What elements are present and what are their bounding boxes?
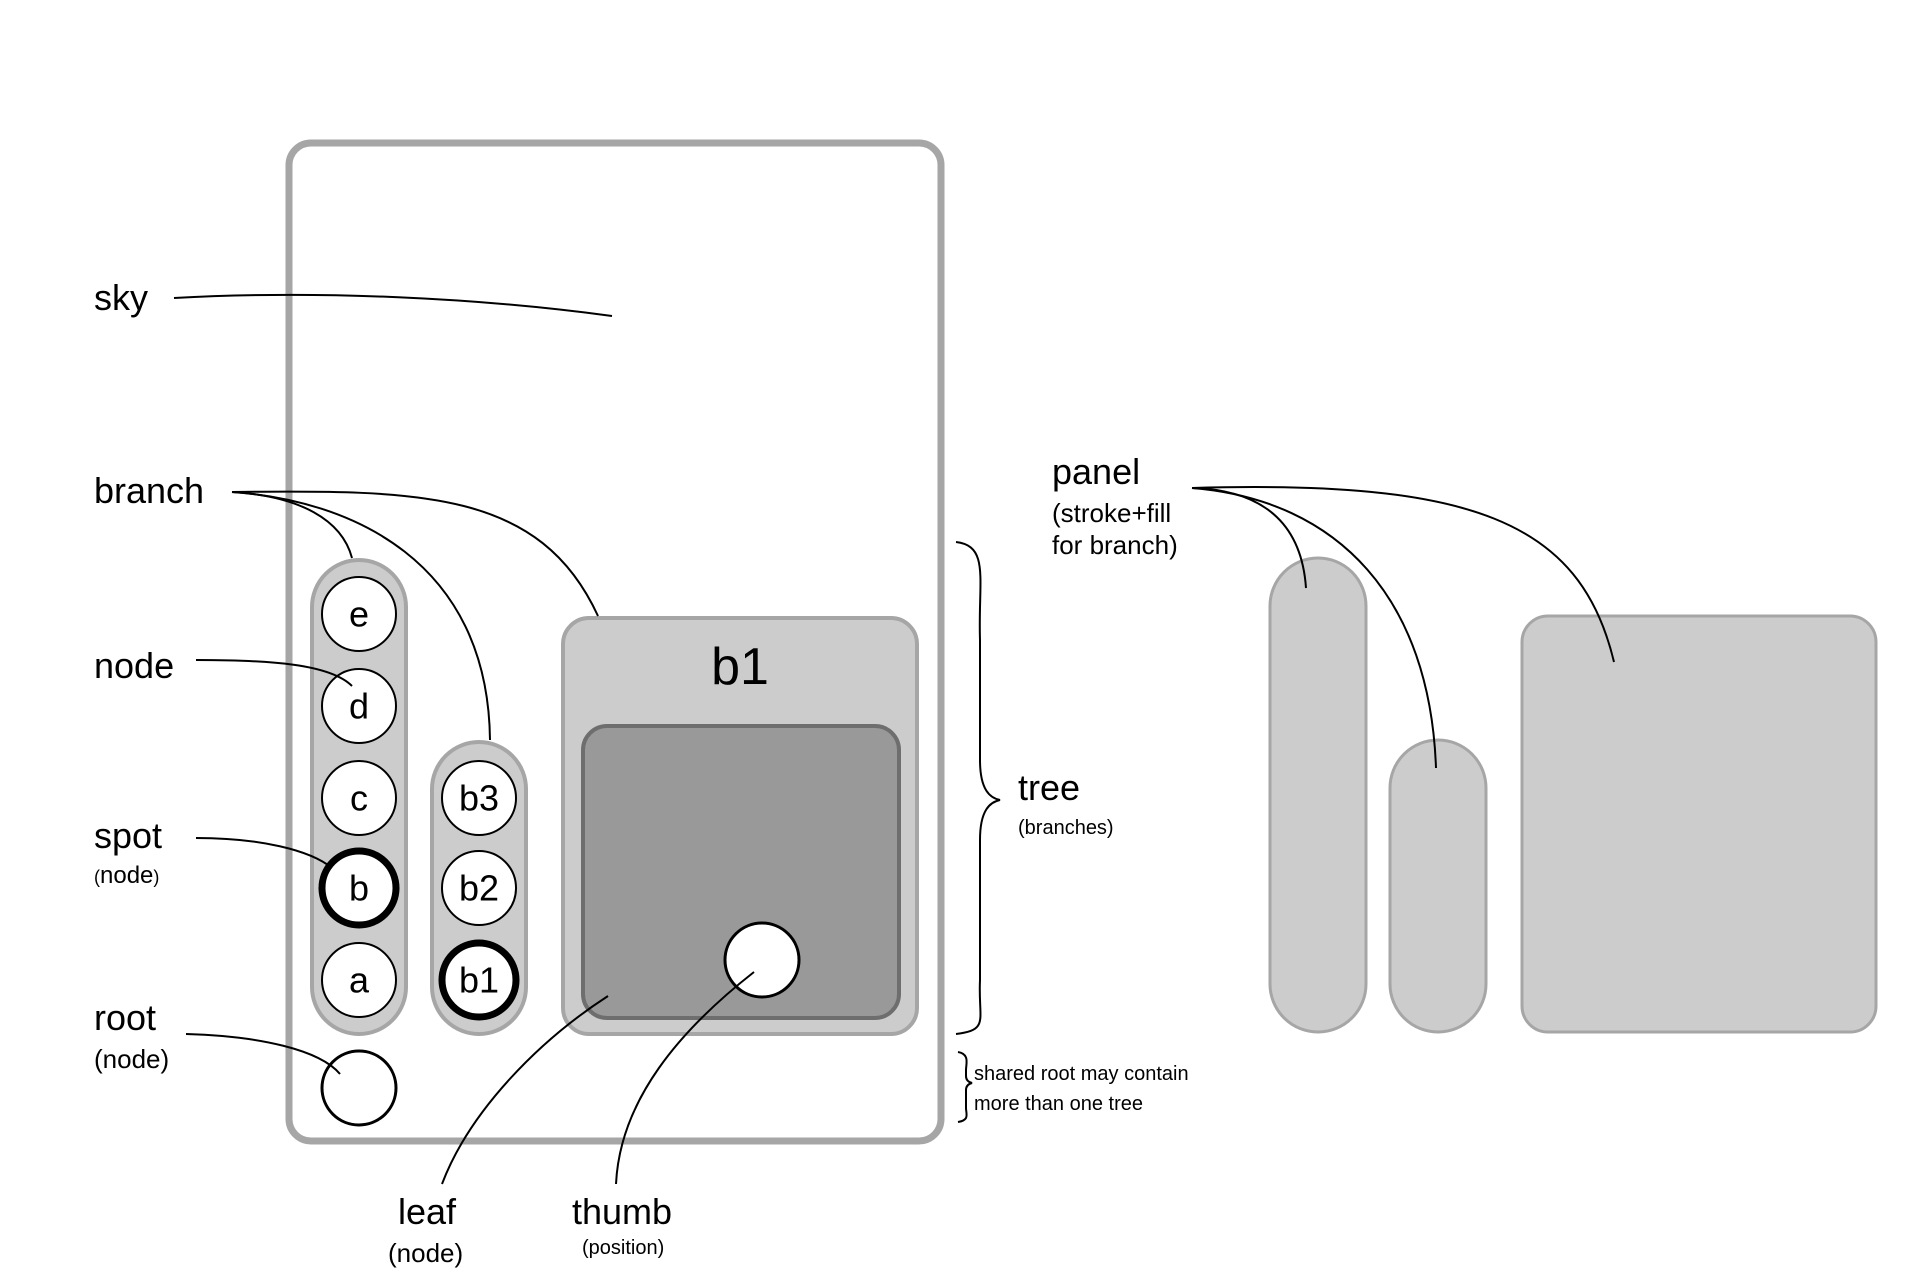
shared-root-note-2: more than one tree <box>974 1093 1143 1115</box>
leaf-sublabel: (node) <box>388 1238 463 1268</box>
thumb-circle[interactable] <box>723 921 801 999</box>
tree-sublabel: (branches) <box>1018 817 1114 839</box>
spot-label: spot <box>94 815 162 856</box>
node-b3-label: b3 <box>459 778 499 819</box>
sky-leader <box>173 293 613 317</box>
thumb-label: thumb <box>572 1191 672 1232</box>
tree-brace <box>955 541 1001 1035</box>
node-a-label: a <box>349 960 370 1001</box>
panel-large <box>1520 614 1878 1034</box>
spot-sublabel: (node) <box>94 862 159 889</box>
node-b1-label: b1 <box>459 960 499 1001</box>
node-d[interactable]: d <box>321 668 397 744</box>
branch-leader-2 <box>231 491 491 741</box>
panel-short <box>1388 738 1488 1034</box>
panel-tall <box>1268 556 1368 1034</box>
spot-sublabel-open: ( <box>94 867 100 887</box>
shared-root-brace <box>957 1051 973 1123</box>
node-b3[interactable]: b3 <box>441 760 517 836</box>
branch-leader-3 <box>231 490 599 617</box>
thumb-leader <box>615 971 755 1185</box>
root-sublabel: (node) <box>94 1044 169 1074</box>
root-label: root <box>94 997 156 1038</box>
spot-leader <box>195 837 333 869</box>
shared-root-note-1: shared root may contain <box>974 1063 1189 1085</box>
thumb-sublabel: (position) <box>582 1237 664 1259</box>
node-e-label: e <box>349 594 369 635</box>
root-node[interactable] <box>320 1049 398 1127</box>
panel-leader-2 <box>1191 487 1437 769</box>
node-c[interactable]: c <box>321 760 397 836</box>
leaf-label: leaf <box>398 1191 457 1232</box>
node-d-label: d <box>349 686 369 727</box>
panel-label: panel <box>1052 451 1140 492</box>
spot-sublabel-text: node <box>100 862 153 889</box>
node-a[interactable]: a <box>321 942 397 1018</box>
root-leader <box>185 1033 341 1075</box>
sky-label: sky <box>94 277 148 318</box>
node-c-label: c <box>350 778 368 819</box>
node-b2[interactable]: b2 <box>441 850 517 926</box>
node-label: node <box>94 645 174 686</box>
leaf-leader <box>441 995 609 1185</box>
node-b2-label: b2 <box>459 868 499 909</box>
node-e[interactable]: e <box>321 576 397 652</box>
tree-label: tree <box>1018 767 1080 808</box>
panel-sublabel-2: for branch) <box>1052 530 1178 560</box>
spot-sublabel-close: ) <box>153 867 159 887</box>
node-b1-spot[interactable]: b1 <box>438 939 520 1021</box>
branch-b1-title: b1 <box>711 638 769 696</box>
node-b-spot[interactable]: b <box>318 847 400 929</box>
branch-label: branch <box>94 470 204 511</box>
node-leader <box>195 659 353 687</box>
node-b-label: b <box>349 868 369 909</box>
leaf-panel <box>581 724 901 1020</box>
panel-sublabel-1: (stroke+fill <box>1052 498 1171 528</box>
panel-leader-3 <box>1191 486 1615 663</box>
